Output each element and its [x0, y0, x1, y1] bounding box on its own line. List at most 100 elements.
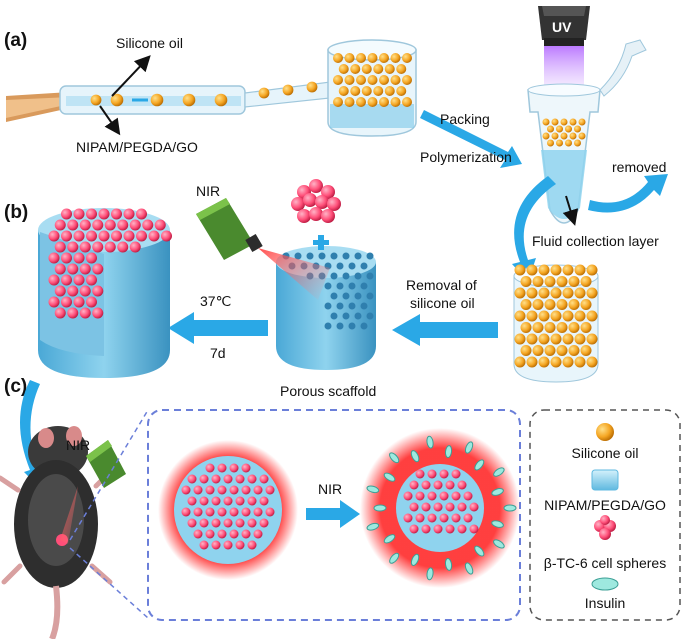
pointer-silicone-oil — [111, 55, 151, 97]
oil-droplet — [338, 86, 349, 96]
cell-sphere — [259, 496, 269, 506]
cell-sphere — [205, 485, 215, 495]
cells-before — [181, 463, 275, 550]
oil-droplet — [356, 75, 366, 85]
cell-sphere — [241, 529, 251, 539]
cell-sphere — [54, 285, 66, 297]
cell-sphere — [142, 219, 154, 231]
oil-droplet — [556, 322, 568, 333]
cell-sphere — [415, 469, 425, 479]
cell-sphere — [265, 507, 275, 517]
pore — [354, 292, 362, 300]
pore — [366, 292, 374, 300]
oil-droplet — [390, 53, 401, 63]
oil-droplet — [562, 310, 574, 322]
oil-droplet — [586, 310, 598, 322]
cell-sphere — [54, 241, 66, 253]
oil-droplet — [550, 310, 562, 322]
legend-box — [529, 409, 681, 621]
cell-sphere — [409, 524, 419, 534]
pore — [354, 252, 362, 260]
cell-sphere — [253, 529, 263, 539]
cell-sphere — [73, 230, 85, 242]
cell-sphere — [235, 540, 245, 550]
cell-sphere — [79, 241, 91, 253]
cell-sphere — [211, 474, 221, 484]
cell-sphere — [123, 230, 135, 242]
pore — [330, 292, 338, 300]
cell-sphere — [205, 529, 215, 539]
cell-sphere — [229, 529, 239, 539]
oil-droplet — [574, 356, 586, 368]
cell-sphere — [61, 252, 72, 264]
oil-droplet — [556, 139, 563, 147]
cell-sphere — [61, 230, 72, 242]
removal-arrow — [392, 314, 498, 346]
cell-sphere — [79, 307, 91, 319]
cell-sphere — [123, 208, 135, 220]
cell-sphere — [205, 507, 215, 517]
hydrogel-block-icon — [591, 469, 619, 491]
oil-droplet — [568, 299, 580, 310]
cell-sphere — [211, 518, 221, 528]
cell-sphere — [409, 502, 419, 512]
pore — [336, 302, 344, 310]
label-temperature: 37℃ — [200, 293, 231, 309]
pore — [342, 272, 350, 280]
cup-droplets — [333, 53, 412, 107]
oil-droplet — [344, 97, 355, 107]
oil-droplet — [532, 345, 544, 356]
oil-droplet — [520, 276, 532, 287]
insulin-icon — [591, 577, 619, 591]
label-removal-of: Removal of — [406, 277, 477, 293]
insulin-molecule — [491, 488, 504, 496]
cell-sphere — [111, 208, 122, 220]
cell-sphere — [148, 230, 160, 242]
label-porous-scaffold: Porous scaffold — [280, 383, 376, 399]
label-removed: removed — [612, 159, 666, 175]
cell-sphere — [92, 285, 104, 297]
oil-droplet — [402, 53, 412, 63]
pore — [360, 262, 368, 270]
insulin-molecule — [383, 534, 396, 544]
cell-sphere — [241, 485, 251, 495]
label-nir-b: NIR — [196, 183, 220, 199]
cell-sphere — [211, 496, 221, 506]
nir-emitter-mouse — [60, 440, 126, 544]
cell-sphere — [403, 491, 413, 501]
cell-sphere — [457, 524, 467, 534]
pore — [360, 302, 368, 310]
cell-sphere — [181, 507, 191, 517]
insulin-molecule — [464, 562, 474, 575]
cell-sphere — [321, 209, 335, 223]
oil-droplet — [550, 264, 562, 276]
cell-sphere — [451, 513, 461, 523]
cell-sphere — [217, 507, 227, 517]
cell-sphere — [129, 219, 141, 231]
oil-droplet — [569, 132, 577, 140]
oil-droplet — [586, 356, 598, 368]
cell-sphere — [217, 529, 227, 539]
oil-droplet — [551, 118, 559, 126]
nir-release-arrow — [306, 500, 360, 528]
oil-droplet — [547, 125, 554, 133]
oil-droplet — [574, 287, 586, 299]
insulin-molecule — [389, 552, 400, 564]
cell-sphere — [104, 219, 116, 231]
oil-droplet — [367, 53, 378, 63]
pore — [336, 282, 344, 290]
cell-sphere — [235, 496, 245, 506]
oil-droplet — [551, 132, 559, 140]
cell-sphere — [217, 463, 227, 473]
zoom-line-top — [69, 409, 149, 541]
cell-sphere — [48, 296, 60, 308]
oil-droplet — [556, 299, 568, 310]
cell-sphere — [67, 285, 79, 297]
cell-sphere — [451, 469, 461, 479]
pore — [348, 262, 356, 270]
released-insulin — [366, 435, 517, 581]
cell-sphere — [247, 540, 257, 550]
cell-sphere — [199, 540, 209, 550]
label-duration: 7d — [210, 345, 226, 361]
cell-sphere — [229, 485, 239, 495]
